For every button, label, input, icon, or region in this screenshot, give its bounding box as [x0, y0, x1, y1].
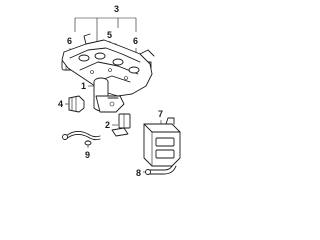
callout-3-bracket: [74, 17, 137, 44]
callout-2: 2: [105, 120, 110, 130]
callout-4: 4: [58, 99, 63, 109]
callout-3: 3: [114, 4, 119, 14]
callout-8: 8: [136, 168, 141, 178]
callout-1: 1: [81, 81, 86, 91]
charcoal-canister: [143, 117, 181, 167]
vacuum-hose: [62, 131, 101, 141]
callout-6-right: 6: [133, 36, 138, 46]
manifold-assembly: [61, 33, 155, 97]
connector-plug: [68, 95, 85, 113]
callout-7: 7: [158, 109, 163, 119]
canister-hose: [145, 165, 177, 175]
hose-clamp: [84, 140, 92, 146]
callout-9: 9: [85, 150, 90, 160]
bracket-part: [111, 113, 131, 137]
throttle-body: [93, 77, 125, 113]
parts-diagram: 3 6 5 6 1: [58, 4, 181, 178]
callout-5: 5: [107, 30, 112, 40]
callout-6-left: 6: [67, 36, 72, 46]
